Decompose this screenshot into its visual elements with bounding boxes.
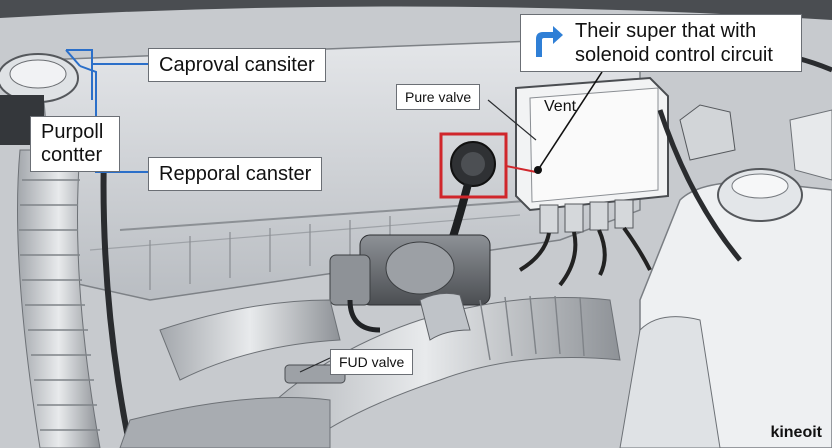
turn-arrow-icon [536,26,563,57]
right-bracket [789,109,832,181]
highlight-connector [505,165,537,173]
cover-ridge-2 [89,214,521,251]
label-solenoid-super: Their super that with solenoid control c… [520,14,802,72]
reservoir-lower-cap [619,316,721,448]
brand-watermark: kineoit [770,424,822,441]
pure-valve-leader [487,99,537,141]
lower-pipe [119,397,331,448]
left-wire [100,149,133,448]
pump-wire [347,299,381,333]
label-purpoll-line2: contter [41,144,103,166]
solenoid-box-face [529,87,659,203]
box-wires [518,226,652,287]
reservoir-cap-top [731,173,789,199]
label-caproval-cansiter: Caproval cansiter [148,48,326,82]
main-hose-rings [479,295,585,361]
purge-valve-center [461,152,485,176]
hose-rings [19,179,100,431]
pump-canister [329,254,371,306]
cover-ridge [119,199,541,231]
label-purpoll-line1: Purpoll [41,121,104,143]
filler-cap-top [9,59,67,89]
super-leader-dot [534,166,542,174]
fud-valve-body [419,292,471,341]
right-connector [679,104,736,161]
right-wire [657,109,742,262]
label-pure-valve: Pure valve [396,84,481,110]
label-purpoll-contter: Purpoll contter [30,116,120,172]
label-super-line2: solenoid control circuit [575,44,773,66]
left-corrugated-hose [17,149,101,448]
lower-hose-left [159,299,341,381]
label-fud-valve: FUD valve [330,349,414,375]
fud-leader [299,357,331,373]
box-connectors [539,199,634,234]
label-repporal-canster: Repporal canster [148,157,323,191]
label-super-line1: Their super that with [575,20,757,42]
label-vent: Vent [544,98,577,115]
pump-housing [385,241,455,295]
super-leader [537,71,603,171]
purge-valve-highlight [439,132,508,199]
cover-ribs [149,216,391,290]
hood-edge [0,0,832,20]
